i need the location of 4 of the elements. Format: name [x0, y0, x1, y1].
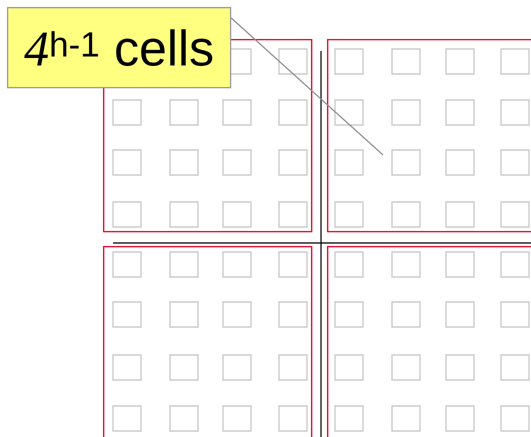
quadrant-box: [103, 246, 312, 437]
quadrant-box: [327, 246, 531, 437]
label-box: 4$^{h-1}$ cells: [7, 7, 232, 88]
quadrant-box: [327, 39, 531, 232]
